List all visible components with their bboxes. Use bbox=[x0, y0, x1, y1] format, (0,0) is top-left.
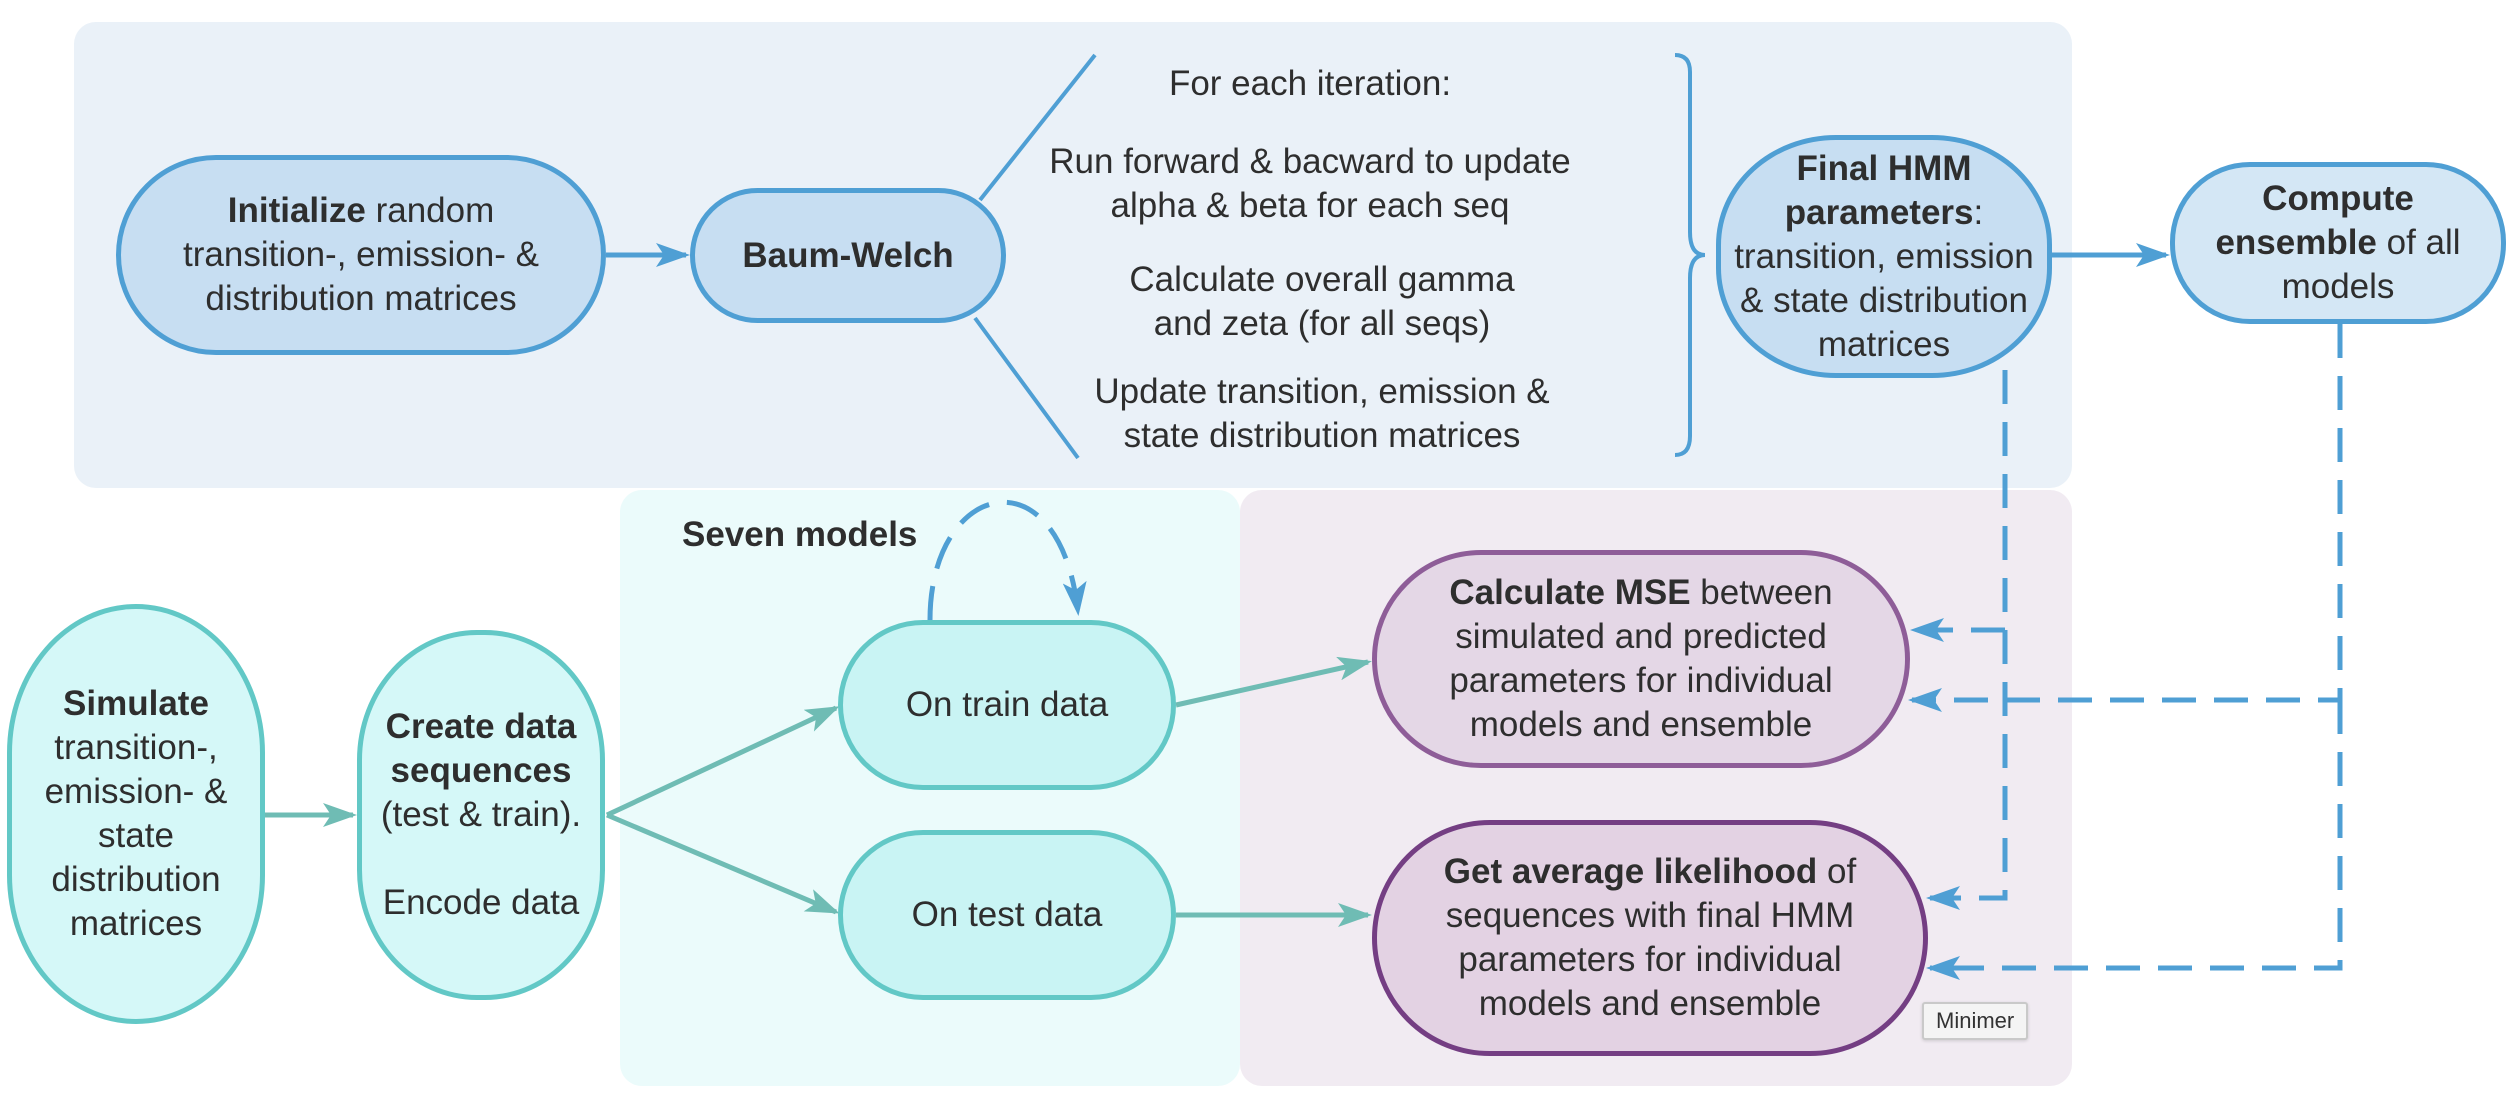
step2-line2: and zeta (for all seqs) bbox=[1153, 304, 1491, 343]
compute-ensemble-bold: Compute ensemble bbox=[2215, 179, 2414, 262]
initialize-text: Initialize random transition-, emission-… bbox=[156, 189, 566, 321]
create-data-node[interactable]: Create data sequences (test & train). En… bbox=[357, 630, 605, 1000]
simulate-node[interactable]: Simulate transition-, emission- & state … bbox=[7, 604, 265, 1024]
final-hmm-rest: : transition, emission & state distribut… bbox=[1734, 192, 2034, 364]
likelihood-bold: Get average likelihood bbox=[1443, 852, 1818, 891]
encode-data-text: Encode data bbox=[382, 883, 580, 922]
mse-text: Calculate MSE between simulated and pred… bbox=[1426, 571, 1856, 747]
baum-welch-node[interactable]: Baum-Welch bbox=[690, 188, 1006, 323]
train-data-label: On train data bbox=[905, 685, 1109, 724]
compute-ensemble-rest: of all models bbox=[2281, 223, 2461, 306]
initialize-bold: Initialize bbox=[227, 191, 366, 230]
likelihood-rest: of sequences with final HMM parameters f… bbox=[1445, 852, 1857, 1023]
test-data-label: On test data bbox=[911, 895, 1103, 934]
mse-node[interactable]: Calculate MSE between simulated and pred… bbox=[1372, 550, 1910, 768]
iteration-step-forward-backward: Run forward & bacward to update alpha & … bbox=[1000, 140, 1620, 228]
step3-line2: state distribution matrices bbox=[1123, 416, 1521, 455]
initialize-rest: random transition-, emission- & distribu… bbox=[183, 191, 539, 318]
final-hmm-node[interactable]: Final HMM parameters: transition, emissi… bbox=[1716, 135, 2052, 378]
iteration-step-update: Update transition, emission & state dist… bbox=[1012, 370, 1632, 458]
compute-ensemble-text: Compute ensemble of all models bbox=[2193, 177, 2483, 309]
mse-bold: Calculate MSE bbox=[1449, 573, 1691, 612]
final-hmm-text: Final HMM parameters: transition, emissi… bbox=[1723, 147, 2045, 367]
iteration-title: For each iteration: bbox=[1000, 62, 1620, 106]
final-hmm-bold: Final HMM parameters bbox=[1784, 148, 1974, 232]
create-data-bold: Create data sequences bbox=[385, 707, 577, 790]
likelihood-text: Get average likelihood of sequences with… bbox=[1425, 850, 1875, 1026]
step1-line1: Run forward & bacward to update bbox=[1049, 142, 1571, 181]
step3-line1: Update transition, emission & bbox=[1094, 372, 1550, 411]
step2-line1: Calculate overall gamma bbox=[1129, 260, 1515, 299]
test-data-node[interactable]: On test data bbox=[838, 830, 1176, 1000]
baum-welch-label: Baum-Welch bbox=[742, 235, 954, 275]
minimer-tooltip: Minimer bbox=[1922, 1002, 2029, 1040]
create-data-text: Create data sequences (test & train). bbox=[361, 705, 601, 837]
likelihood-node[interactable]: Get average likelihood of sequences with… bbox=[1372, 820, 1928, 1056]
initialize-node[interactable]: Initialize random transition-, emission-… bbox=[116, 155, 606, 355]
iteration-step-gamma-zeta: Calculate overall gamma and zeta (for al… bbox=[1012, 258, 1632, 346]
simulate-bold: Simulate bbox=[63, 684, 209, 723]
simulate-text: Simulate transition-, emission- & state … bbox=[26, 682, 246, 946]
compute-ensemble-node[interactable]: Compute ensemble of all models bbox=[2170, 162, 2506, 324]
mse-rest: between simulated and predicted paramete… bbox=[1449, 573, 1833, 744]
simulate-rest: transition-, emission- & state distribut… bbox=[44, 728, 228, 943]
create-data-rest: (test & train). bbox=[380, 795, 582, 834]
iteration-title-text: For each iteration: bbox=[1168, 64, 1452, 103]
train-data-node[interactable]: On train data bbox=[838, 620, 1176, 790]
step1-line2: alpha & beta for each seq bbox=[1110, 186, 1510, 225]
seven-models-label: Seven models bbox=[682, 515, 918, 554]
